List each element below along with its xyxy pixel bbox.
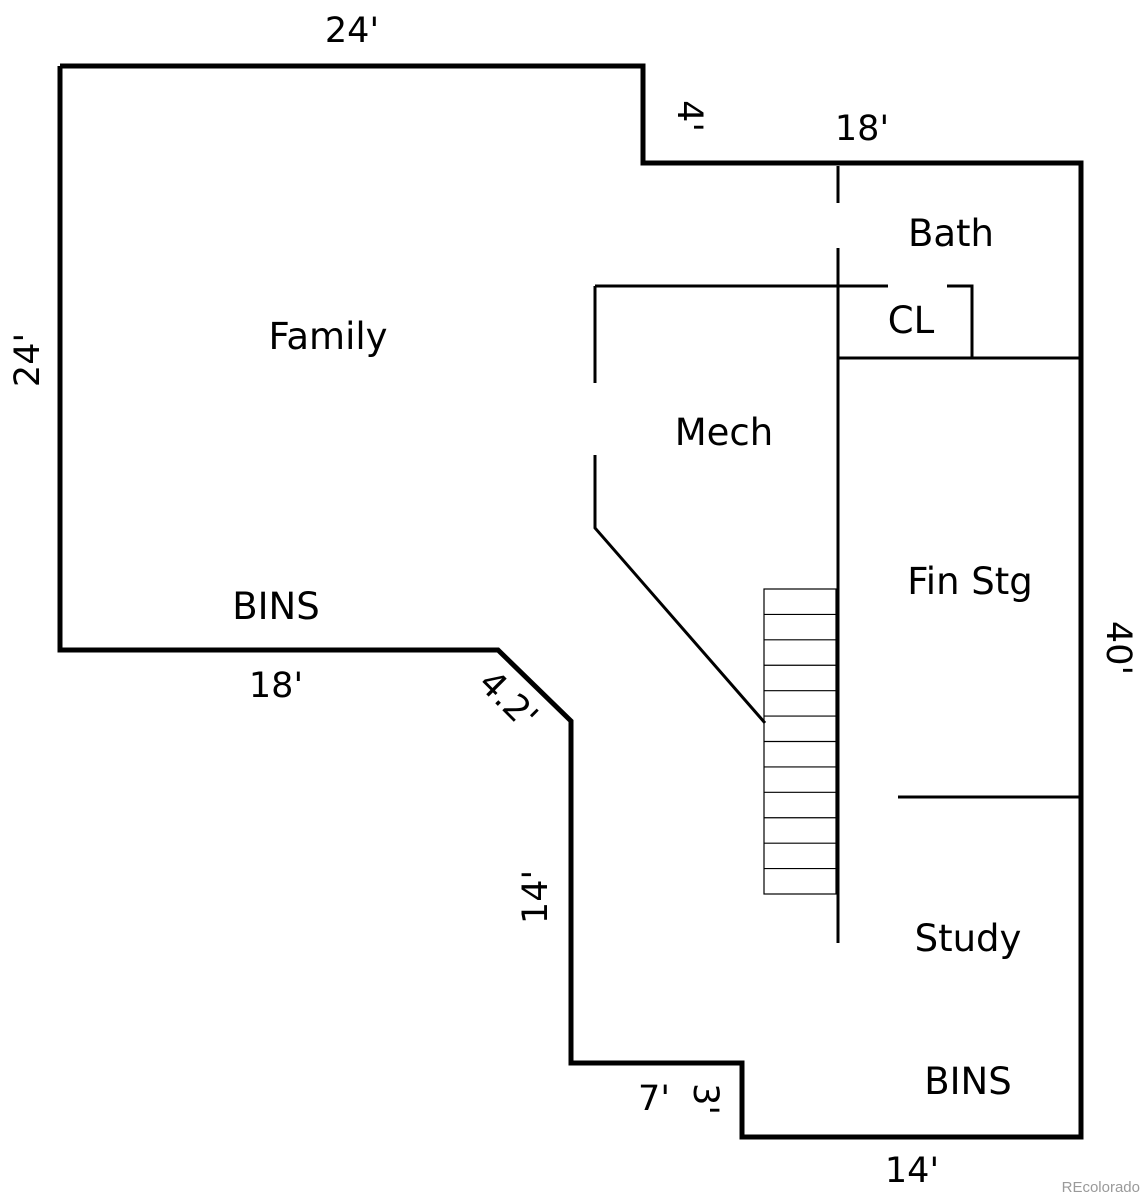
dim-diag-4-2: 4.2' (471, 663, 545, 737)
exterior-wall (57, 63, 1084, 1140)
dim-bottom-18: 18' (249, 666, 303, 706)
bins-left-label: BINS (232, 585, 319, 628)
dim-bottom-7: 7' (638, 1079, 670, 1119)
dim-bottom-14: 14' (885, 1151, 939, 1191)
mech-label: Mech (675, 411, 773, 454)
bath-label: Bath (908, 212, 994, 255)
closet-label: CL (888, 299, 935, 342)
family-label: Family (268, 315, 387, 358)
mech-left-wall-bottom (593, 455, 767, 724)
dim-left-24: 24' (8, 333, 48, 387)
watermark: REcolorado (1062, 1179, 1140, 1196)
dim-side-14: 14' (516, 870, 556, 924)
dim-right-40: 40' (1098, 621, 1138, 675)
dim-top-24: 24' (325, 11, 379, 51)
study-label: Study (915, 917, 1022, 960)
dim-step-3: 3' (685, 1083, 725, 1115)
bins-right-label: BINS (924, 1060, 1011, 1103)
staircase (763, 588, 837, 895)
fin-stg-label: Fin Stg (907, 560, 1033, 603)
closet-wall (947, 284, 974, 358)
dim-step-4: 4' (669, 100, 709, 132)
dim-top-18: 18' (835, 109, 889, 149)
